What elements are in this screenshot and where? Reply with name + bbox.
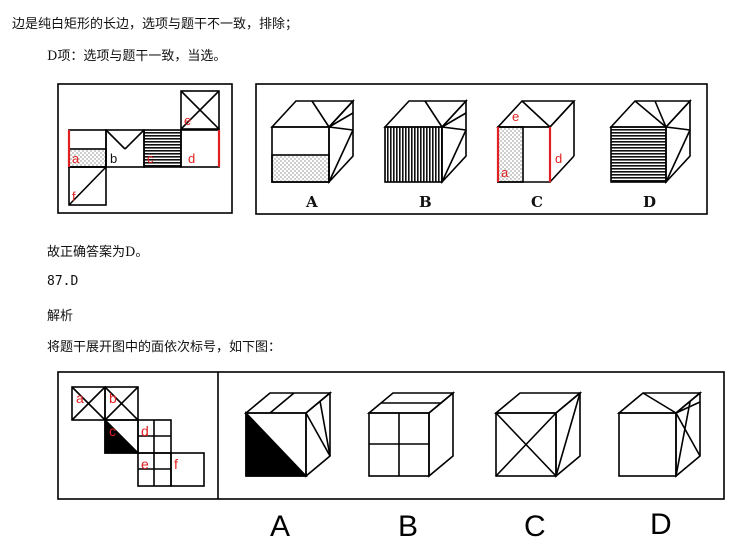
fig2-option-a-label: A <box>270 510 290 540</box>
net2-label-d: d <box>141 423 149 439</box>
optC-label-a: a <box>501 165 509 180</box>
net1-label-d: d <box>188 151 195 166</box>
fig2-option-c-label: C <box>524 510 546 540</box>
figure-1-options-frame <box>255 83 708 215</box>
fig1-option-a-label: A <box>305 193 318 211</box>
net1-label-c: c <box>147 151 154 166</box>
figure-1: a b c d e f e a d A B C D <box>0 0 743 230</box>
net2-label-c: c <box>109 423 116 439</box>
net2-label-a: a <box>76 390 84 406</box>
net1-label-f: f <box>72 189 76 204</box>
net1-label-e: e <box>184 113 191 128</box>
text-line-5: 解析 <box>47 309 74 324</box>
text-line-1: 边是纯白矩形的长边，选项与题干不一致，排除； <box>12 17 299 32</box>
net2-label-b: b <box>109 390 117 406</box>
text-line-2: D项：选项与题干一致，当选。 <box>47 49 227 64</box>
net1-label-a: a <box>72 151 80 166</box>
net2-label-f: f <box>174 456 178 472</box>
fig1-option-d-label: D <box>643 193 656 211</box>
fig2-option-d-label: D <box>650 508 672 540</box>
text-line-4: 87.D <box>47 274 79 289</box>
figure-2-frame <box>57 371 725 500</box>
figure-2: a b c d e f A B C D <box>0 360 743 540</box>
optC-label-e: e <box>512 109 519 124</box>
net1-label-b: b <box>110 151 117 166</box>
fig1-option-c-label: C <box>531 193 543 211</box>
figure-1-net-frame <box>57 83 233 214</box>
text-line-6: 将题干展开图中的面依次标号，如下图： <box>47 340 282 355</box>
fig2-option-b-label: B <box>398 510 418 540</box>
net2-label-e: e <box>141 456 149 472</box>
optC-label-d: d <box>555 151 562 166</box>
text-line-3: 故正确答案为D。 <box>47 245 149 260</box>
fig1-option-b-label: B <box>419 193 432 211</box>
